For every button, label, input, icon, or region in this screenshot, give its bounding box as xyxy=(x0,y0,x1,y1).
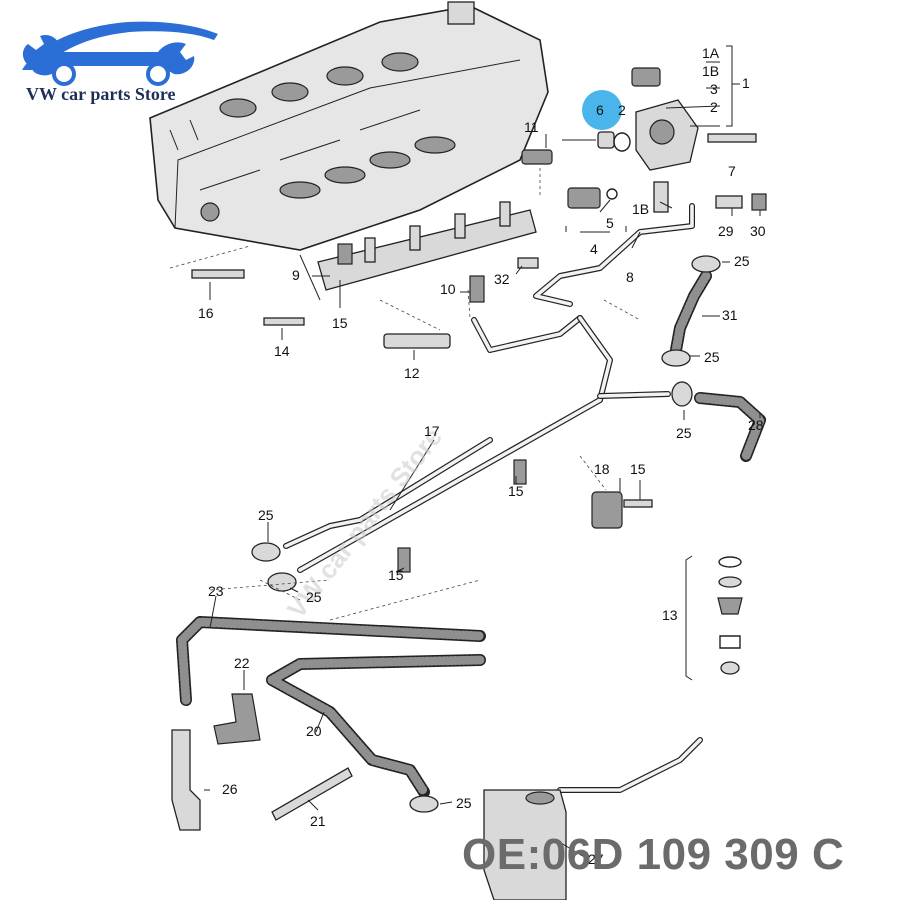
callout-25-b: 25 xyxy=(704,349,720,365)
callout-17: 17 xyxy=(424,423,440,439)
clamp-25-c xyxy=(671,381,693,407)
callout-15-d: 15 xyxy=(388,567,404,583)
callout-18: 18 xyxy=(594,461,610,477)
bolt-10 xyxy=(469,275,485,303)
clamp-25-b xyxy=(661,349,691,367)
hoses xyxy=(176,270,766,798)
bolt-15-mid xyxy=(513,459,527,485)
callout-8: 8 xyxy=(626,269,634,285)
callout-28: 28 xyxy=(748,417,764,433)
callout-25-e: 25 xyxy=(306,589,322,605)
callout-30: 30 xyxy=(750,223,766,239)
callout-labels: 1A 1B 1 3 2 6 2 11 7 5 4 1B 29 30 8 25 9… xyxy=(198,45,766,867)
callout-23: 23 xyxy=(208,583,224,599)
callout-5: 5 xyxy=(606,215,614,231)
clamp-25-d xyxy=(251,542,281,562)
callout-29: 29 xyxy=(718,223,734,239)
callout-3: 3 xyxy=(710,81,718,97)
plug-15-rail xyxy=(337,243,353,265)
callout-9: 9 xyxy=(292,267,300,283)
callout-10: 10 xyxy=(440,281,456,297)
cylinder-head xyxy=(149,1,549,251)
cap-30 xyxy=(751,193,767,211)
callout-7: 7 xyxy=(728,163,736,179)
callout-4: 4 xyxy=(590,241,598,257)
callout-1B-pump: 1B xyxy=(632,201,649,217)
fitting-29 xyxy=(715,195,743,209)
callout-11: 11 xyxy=(524,119,539,135)
sensor-12 xyxy=(383,333,451,349)
callout-27: 27 xyxy=(588,851,604,867)
callout-6: 6 xyxy=(596,102,604,118)
callout-15-b: 15 xyxy=(508,483,524,499)
connector-26 xyxy=(171,729,201,831)
clip-21 xyxy=(271,767,353,821)
callout-25-d: 25 xyxy=(258,507,274,523)
wheel-left-icon xyxy=(52,62,76,86)
highlight-part-6 xyxy=(582,90,622,130)
bolt-15-low xyxy=(397,547,411,573)
callout-12: 12 xyxy=(404,365,420,381)
callout-1: 1 xyxy=(742,75,750,91)
store-name: VW car parts Store xyxy=(26,84,176,104)
callout-31: 31 xyxy=(722,307,738,323)
callout-25-c: 25 xyxy=(676,425,692,441)
fuel-rail xyxy=(299,201,537,301)
bolt-15-bracket xyxy=(623,499,653,508)
callout-26: 26 xyxy=(222,781,238,797)
callout-2-a: 2 xyxy=(710,99,718,115)
bolt-7 xyxy=(707,133,757,143)
clamp-25-f xyxy=(409,795,439,813)
canister-27 xyxy=(483,789,567,900)
kit-13 xyxy=(685,555,743,681)
brand-logo xyxy=(22,21,218,86)
part-number: OE:06D 109 309 C xyxy=(462,830,845,879)
callout-14: 14 xyxy=(274,343,290,359)
callout-13: 13 xyxy=(662,607,678,623)
fuel-lines xyxy=(283,203,695,573)
callout-15-a: 15 xyxy=(332,315,348,331)
callout-25-a: 25 xyxy=(734,253,750,269)
callout-22: 22 xyxy=(234,655,250,671)
callout-15-c: 15 xyxy=(630,461,646,477)
leader-lines xyxy=(169,45,761,859)
bracket-18 xyxy=(591,491,623,529)
callout-32: 32 xyxy=(494,271,510,287)
callout-2-b: 2 xyxy=(618,102,626,118)
pressure-sensor-3 xyxy=(631,67,661,87)
callout-20: 20 xyxy=(306,723,322,739)
small-parts-lower xyxy=(171,255,721,900)
sensor-4 xyxy=(567,187,601,209)
bracket-22 xyxy=(213,693,261,745)
fuel-pump-assembly xyxy=(597,67,699,213)
wheel-right-icon xyxy=(146,62,170,86)
callout-1A: 1A xyxy=(702,45,720,61)
clamp-32 xyxy=(517,257,539,269)
small-parts-upper xyxy=(191,133,767,349)
sensor-11 xyxy=(521,149,553,165)
callout-25-f: 25 xyxy=(456,795,472,811)
clamp-25-e xyxy=(267,572,297,592)
callout-16: 16 xyxy=(198,305,214,321)
clamp-25-a xyxy=(691,255,721,273)
bolt-14 xyxy=(263,317,305,326)
callout-1B: 1B xyxy=(702,63,719,79)
bolt-16 xyxy=(191,269,245,279)
callout-21: 21 xyxy=(310,813,326,829)
